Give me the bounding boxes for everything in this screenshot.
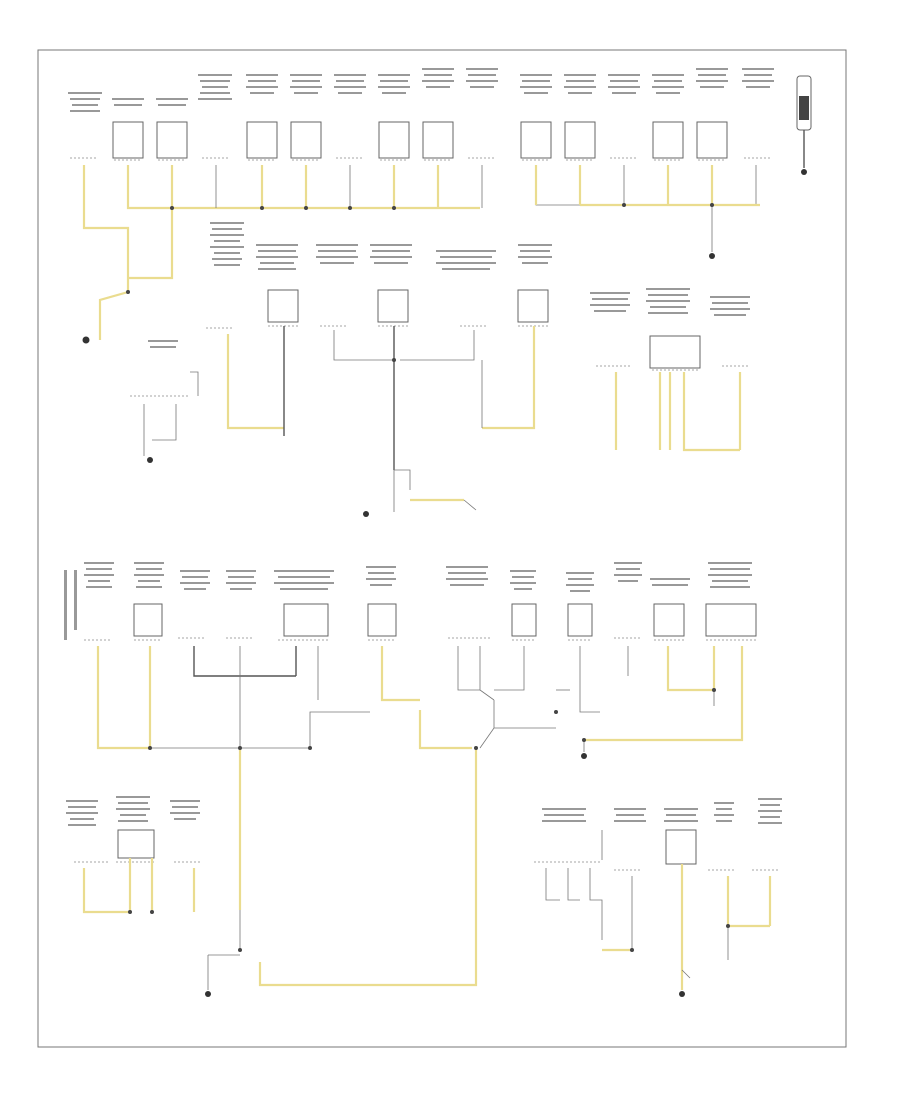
component-box — [517, 289, 549, 323]
bottom-splices — [128, 910, 730, 952]
battery-terminal — [799, 96, 809, 120]
component-box — [705, 603, 757, 637]
ground-point — [147, 457, 153, 463]
component-box — [567, 603, 593, 637]
ground-point — [363, 511, 369, 517]
component-box — [696, 121, 728, 159]
top-wires — [82, 130, 805, 340]
ground-point — [679, 991, 685, 997]
diagram-border — [37, 49, 847, 1048]
middle-connectors — [130, 325, 750, 397]
component-box — [283, 603, 329, 637]
component-box — [422, 121, 454, 159]
component-box — [377, 289, 409, 323]
lower-splices — [148, 688, 716, 750]
component-box — [378, 121, 410, 159]
component-box — [112, 121, 144, 159]
ground-point — [205, 991, 211, 997]
ground-point — [709, 253, 715, 259]
top-row-labels — [68, 68, 774, 112]
top-splices — [126, 203, 714, 294]
lower-wires — [96, 646, 744, 987]
component-box — [367, 603, 397, 637]
component-box — [267, 289, 299, 323]
component-box — [653, 603, 685, 637]
middle-wires — [143, 326, 742, 512]
middle-labels — [148, 222, 750, 348]
ground-point — [801, 169, 807, 175]
splice — [392, 358, 396, 362]
lower-labels — [64, 562, 752, 640]
component-box — [649, 335, 701, 369]
bottom-labels — [66, 796, 782, 826]
middle-components — [130, 222, 750, 517]
top-row-components — [68, 68, 812, 344]
ground-point — [581, 753, 587, 759]
top-connectors — [70, 157, 772, 161]
component-box — [520, 121, 552, 159]
component-box — [511, 603, 537, 637]
component-box — [652, 121, 684, 159]
component-box — [665, 829, 697, 865]
component-box — [246, 121, 278, 159]
bottom-components — [66, 796, 782, 997]
component-box — [290, 121, 322, 159]
ground-point — [82, 336, 90, 344]
component-box — [133, 603, 163, 637]
bottom-connectors — [74, 861, 780, 871]
component-box — [564, 121, 596, 159]
component-box — [117, 829, 155, 859]
lower-components — [64, 562, 757, 987]
component-box — [156, 121, 188, 159]
lower-connectors — [84, 637, 756, 641]
